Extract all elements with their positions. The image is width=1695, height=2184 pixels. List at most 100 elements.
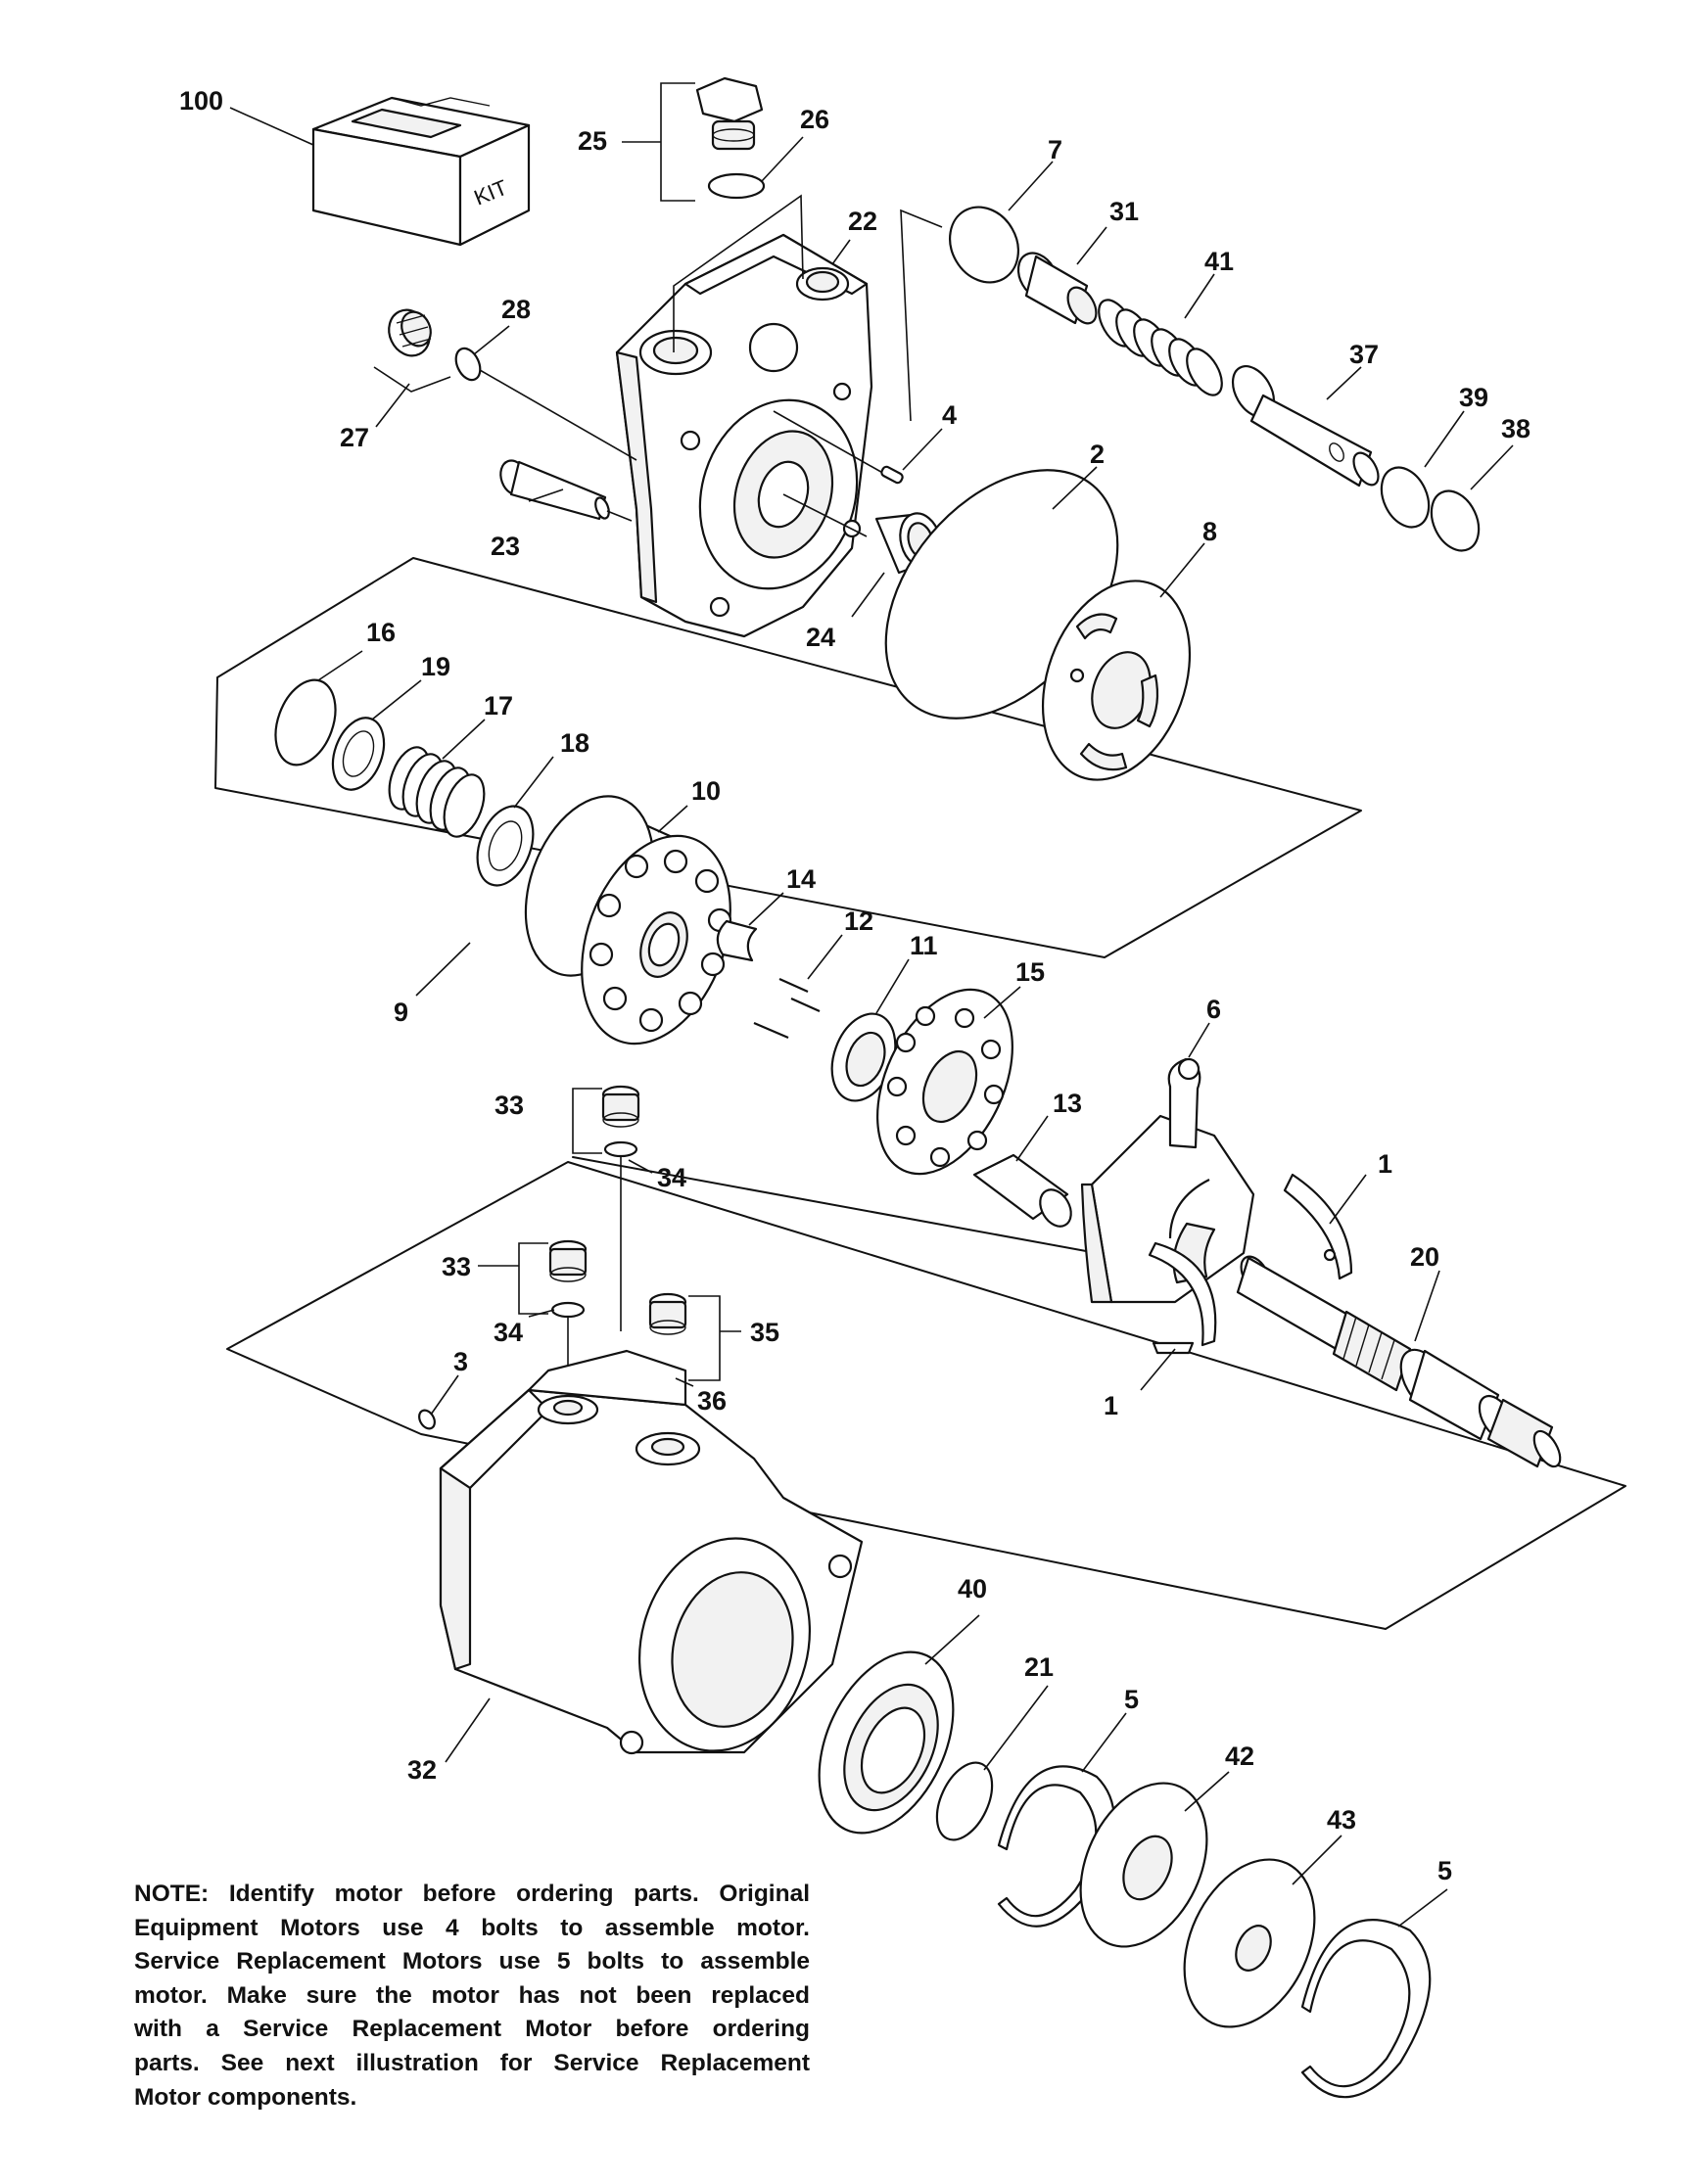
- plug-35: [648, 1292, 687, 1335]
- leader-lines: [229, 107, 1514, 1928]
- callout-4: 4: [942, 400, 957, 430]
- ordering-note: NOTE: Identify motor before ordering par…: [134, 1878, 810, 2114]
- callout-18: 18: [560, 728, 589, 758]
- callout-5-lower: 5: [1437, 1856, 1452, 1885]
- retaining-ring-16: [274, 678, 337, 767]
- pin-12a: [778, 977, 809, 994]
- pin-3: [418, 1409, 436, 1430]
- callout-20: 20: [1410, 1242, 1439, 1272]
- callout-40: 40: [958, 1574, 987, 1603]
- cover-spool-bracket: [900, 209, 943, 422]
- o-ring-26: [707, 172, 766, 200]
- swashplate-6: [1080, 1057, 1255, 1304]
- plug-27: [388, 308, 432, 357]
- bushing-1-upper: [1283, 1173, 1353, 1280]
- plug-25: [695, 76, 764, 151]
- callout-33-lower: 33: [442, 1252, 471, 1281]
- washer-18-hole: [488, 820, 523, 871]
- bracket-25: [660, 82, 695, 202]
- note-line: NOTE: Identify motor before ordering par…: [134, 1881, 810, 1907]
- valve-37: [1231, 365, 1380, 488]
- pin-4-axis: [773, 410, 887, 476]
- bolt-23: [499, 459, 610, 521]
- washer-19-hole: [342, 730, 375, 777]
- o-ring-28: [454, 347, 482, 382]
- callout-27: 27: [340, 423, 369, 452]
- callout-26: 26: [800, 105, 829, 134]
- retainer-plate-15: [876, 988, 1013, 1176]
- o-ring-34-top: [603, 1140, 638, 1158]
- callout-14: 14: [786, 864, 816, 894]
- callout-28: 28: [501, 295, 531, 324]
- callout-36: 36: [697, 1386, 727, 1416]
- bracket-33-lower: [518, 1242, 548, 1315]
- snap-ring-21: [935, 1761, 994, 1841]
- note-line: Equipment Motors use 4 bolts to assemble…: [134, 1914, 810, 1941]
- callout-34-lower: 34: [494, 1318, 523, 1347]
- bushing-1-lower: [1148, 1241, 1217, 1347]
- callout-19: 19: [421, 652, 450, 681]
- callout-12: 12: [844, 906, 873, 936]
- bearing-24-axis: [782, 493, 868, 537]
- note-line: Service Replacement Motors use 5 bolts t…: [134, 1948, 810, 1975]
- callout-1-lower: 1: [1104, 1391, 1118, 1420]
- thrust-washer-43: [1183, 1858, 1316, 2028]
- o-ring-34-lower: [550, 1301, 586, 1319]
- housing-32: [439, 1349, 864, 1755]
- end-cover: [615, 233, 873, 638]
- callout-8: 8: [1202, 517, 1217, 546]
- note-line: motor. Make sure the motor has not been …: [134, 1981, 810, 2009]
- piston-13: [972, 1153, 1072, 1228]
- callout-11: 11: [910, 931, 938, 960]
- callout-39: 39: [1459, 383, 1488, 412]
- callout-41: 41: [1204, 247, 1234, 276]
- bushing-1-lower-lip: [1152, 1341, 1195, 1355]
- callout-9: 9: [394, 998, 408, 1027]
- shaft-group-bracket: [572, 1156, 1098, 1254]
- callout-17: 17: [484, 691, 513, 720]
- seal-42: [1079, 1782, 1208, 1948]
- callout-32: 32: [407, 1755, 437, 1785]
- callout-13: 13: [1053, 1089, 1082, 1118]
- housing-group-frame: [226, 1161, 1626, 1630]
- note-line: parts. See next illustration for Service…: [134, 2049, 810, 2076]
- plug-33-top: [601, 1085, 640, 1128]
- callout-100: 100: [179, 86, 223, 116]
- callout-23: 23: [491, 532, 520, 561]
- callout-33-top: 33: [494, 1091, 524, 1120]
- spring-17: [388, 746, 486, 838]
- note-line: Motor components.: [134, 2083, 357, 2111]
- bracket-35: [688, 1295, 721, 1381]
- bracket-33-top: [572, 1088, 602, 1154]
- ball-bearing-40: [818, 1650, 955, 1835]
- kit-box: KIT: [311, 96, 531, 247]
- callout-31: 31: [1109, 197, 1139, 226]
- callout-43: 43: [1327, 1805, 1356, 1835]
- valve-plate-8: [1041, 580, 1192, 781]
- callout-16: 16: [366, 618, 396, 647]
- callout-37: 37: [1349, 340, 1379, 369]
- seal-ring-7: [949, 206, 1019, 284]
- callout-5-upper: 5: [1124, 1685, 1139, 1714]
- callout-10: 10: [691, 776, 721, 806]
- pivot-guide-14: [716, 919, 758, 962]
- pin-12b: [790, 997, 821, 1013]
- callout-7: 7: [1048, 135, 1062, 164]
- callout-6: 6: [1206, 995, 1221, 1024]
- ring-38: [1430, 489, 1481, 552]
- callout-35: 35: [750, 1318, 779, 1347]
- callout-42: 42: [1225, 1742, 1254, 1771]
- callout-3: 3: [453, 1347, 468, 1376]
- cylinder-block-10: [524, 795, 732, 1046]
- callout-38: 38: [1501, 414, 1530, 443]
- callout-34-top: 34: [657, 1163, 686, 1192]
- snap-ring-5-lower: [1300, 1919, 1432, 2099]
- spool-31: [1016, 252, 1098, 325]
- callout-24: 24: [806, 623, 835, 652]
- bushing-1-upper-hole: [1323, 1248, 1337, 1262]
- bracket-27: [373, 366, 451, 393]
- callout-22: 22: [848, 207, 877, 236]
- pin-4: [880, 465, 904, 485]
- plug-33-lower: [548, 1239, 588, 1282]
